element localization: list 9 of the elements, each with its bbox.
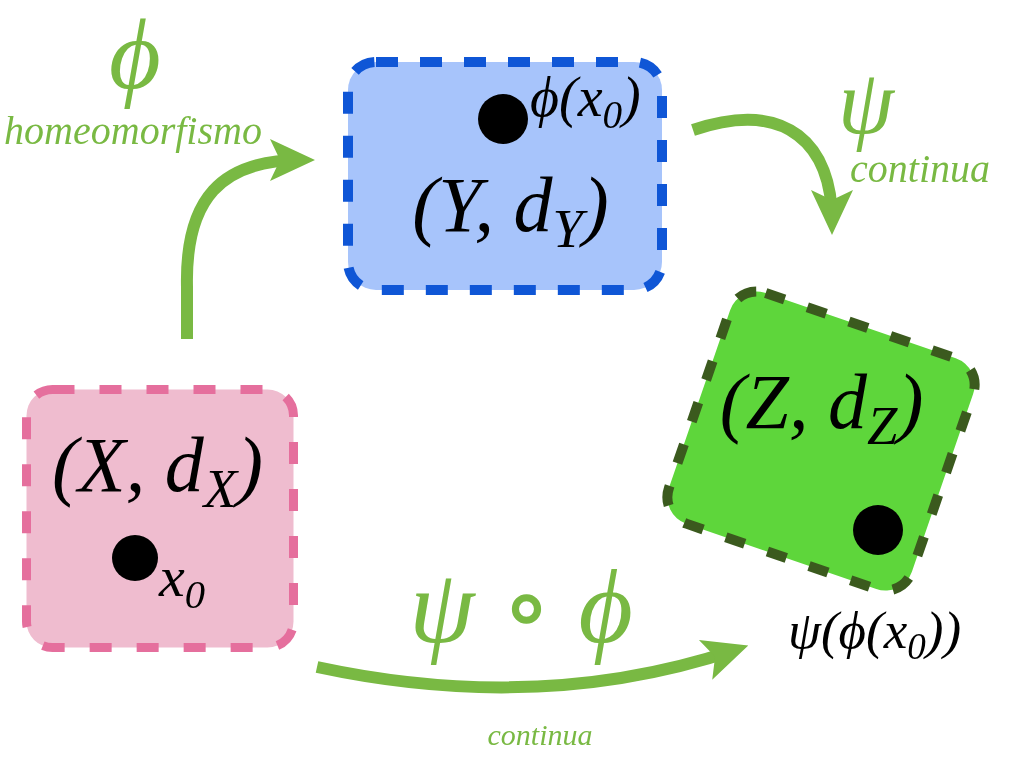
edge-label: ψ ∘ ϕ [409, 549, 633, 665]
edge-label: ϕ [109, 0, 161, 110]
curved-arrow [691, 114, 852, 235]
point-label: ψ(ϕ(x$_{0}$)) [788, 604, 962, 657]
annotation-label: continua [487, 718, 593, 751]
point-label: x$_{0}$ [159, 548, 206, 606]
annotation-label: homeomorfismo [4, 111, 262, 151]
curved-arrow [181, 140, 315, 339]
curved-arrow [315, 639, 749, 694]
